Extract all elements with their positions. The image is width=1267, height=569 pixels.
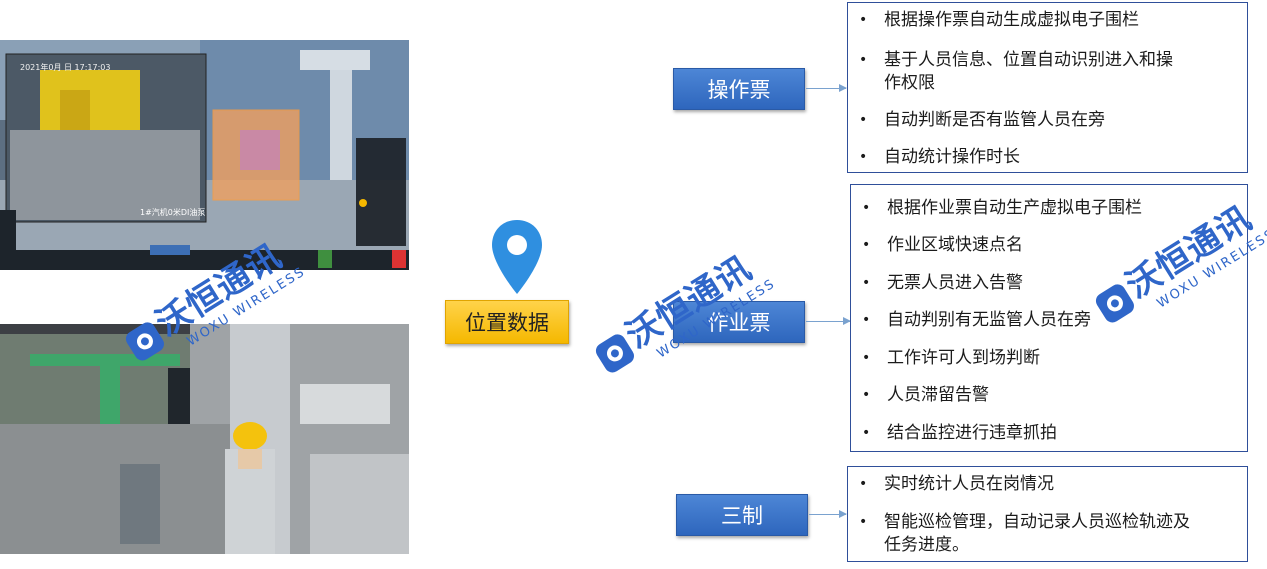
arrow-work <box>806 317 851 325</box>
woxu-logo-icon <box>595 334 634 373</box>
three-system-button[interactable]: 三制 <box>676 494 808 536</box>
operation-ticket-button[interactable]: 操作票 <box>673 68 805 110</box>
work-item: 无票人员进入告警 <box>851 272 1239 295</box>
watermark-left: 沃恒通讯 WOXU WIRELESS <box>111 223 308 379</box>
operation-item: 自动统计操作时长 <box>848 146 1239 169</box>
woxu-logo-icon <box>125 322 164 361</box>
work-items-box: 根据作业票自动生产虚拟电子围栏 作业区域快速点名 无票人员进入告警 自动判别有无… <box>850 184 1248 452</box>
three-items-box: 实时统计人员在岗情况 智能巡检管理，自动记录人员巡检轨迹及 任务进度。 <box>847 466 1248 562</box>
screen-caption: 1#汽机0米DI油泵 <box>140 207 205 217</box>
work-item: 工作许可人到场判断 <box>851 347 1239 370</box>
location-pin-icon <box>490 218 544 300</box>
operation-item: 基于人员信息、位置自动识别进入和操 <box>848 49 1239 72</box>
work-item: 人员滞留告警 <box>851 384 1239 407</box>
work-ticket-button[interactable]: 作业票 <box>673 301 805 343</box>
watermark-right: 沃恒通讯 WOXU WIRELESS <box>1081 185 1267 341</box>
arrow-operation <box>806 84 847 92</box>
screen-timestamp: 2021年0月 日 17:17:03 <box>20 62 110 72</box>
worker-photo-scene <box>0 324 409 554</box>
three-item: 实时统计人员在岗情况 <box>848 473 1239 496</box>
work-item: 结合监控进行违章抓拍 <box>851 422 1239 445</box>
work-item: 自动判别有无监管人员在旁 <box>851 309 1239 332</box>
work-item: 作业区域快速点名 <box>851 234 1239 257</box>
three-item: 智能巡检管理，自动记录人员巡检轨迹及 <box>848 511 1239 534</box>
woxu-logo-icon <box>1095 284 1134 323</box>
operation-item: 根据操作票自动生成虚拟电子围栏 <box>848 9 1239 32</box>
location-data-button[interactable]: 位置数据 <box>445 300 569 344</box>
three-item-continuation: 任务进度。 <box>884 535 969 555</box>
watermark-center: 沃恒通讯 WOXU WIRELESS <box>581 235 778 391</box>
operation-item: 自动判断是否有监管人员在旁 <box>848 109 1239 132</box>
arrow-three <box>809 510 847 518</box>
worker-photo-screenshot <box>0 324 409 554</box>
operation-items-box: 根据操作票自动生成虚拟电子围栏 基于人员信息、位置自动识别进入和操 作权限 自动… <box>847 2 1248 173</box>
operation-item-continuation: 作权限 <box>884 73 935 93</box>
plant-3d-scene-top: 2021年0月 日 17:17:03 1#汽机0米DI油泵 <box>0 40 409 270</box>
work-item: 根据作业票自动生产虚拟电子围栏 <box>851 197 1239 220</box>
plant-3d-screenshot-top: 2021年0月 日 17:17:03 1#汽机0米DI油泵 <box>0 40 409 270</box>
